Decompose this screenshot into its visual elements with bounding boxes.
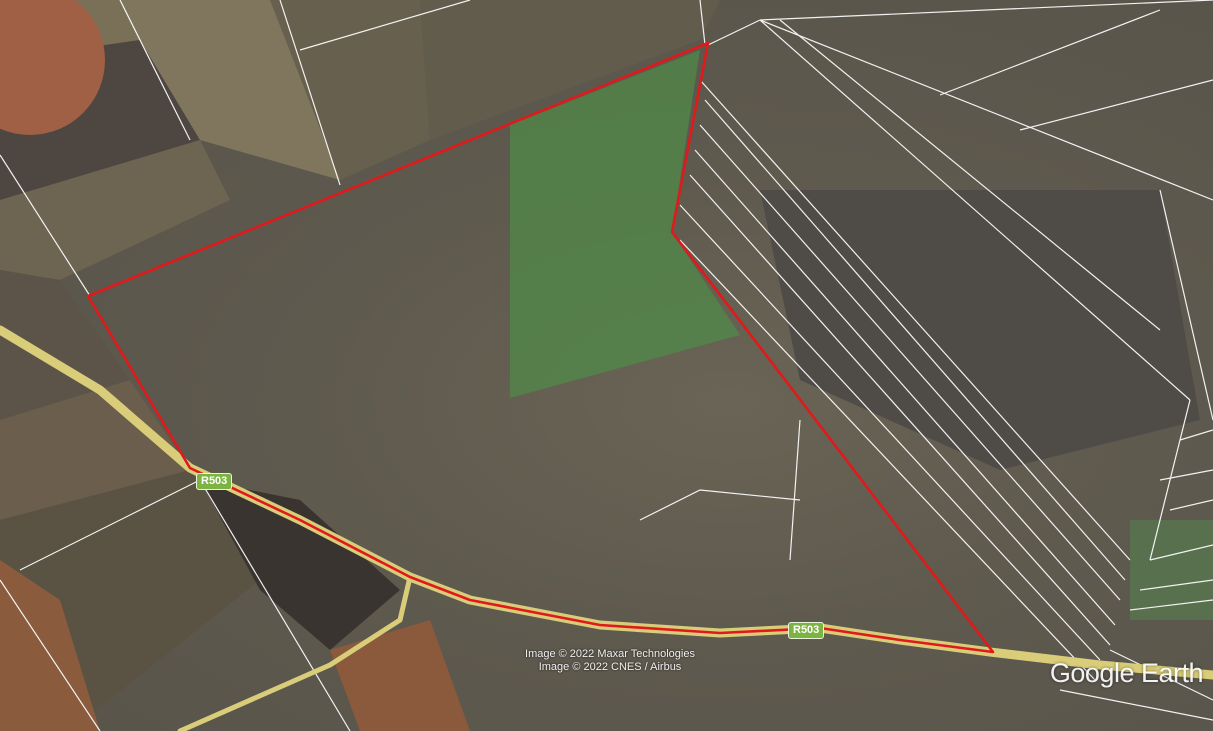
- highlighted-area[interactable]: [510, 50, 740, 398]
- attribution-line-maxar: Image © 2022 Maxar Technologies: [525, 648, 695, 660]
- road-shield-icon: R503: [196, 473, 233, 490]
- attribution-line-cnes: Image © 2022 CNES / Airbus: [538, 661, 682, 673]
- imagery-attribution: Image © 2022 Maxar Technologies Image © …: [500, 648, 720, 674]
- eastern-terrain: [760, 190, 1213, 620]
- google-earth-watermark: Google Earth: [1049, 658, 1204, 688]
- road-secondary: [177, 574, 413, 731]
- road-shield-icon: R503: [788, 622, 825, 639]
- property-boundary[interactable]: [86, 41, 995, 654]
